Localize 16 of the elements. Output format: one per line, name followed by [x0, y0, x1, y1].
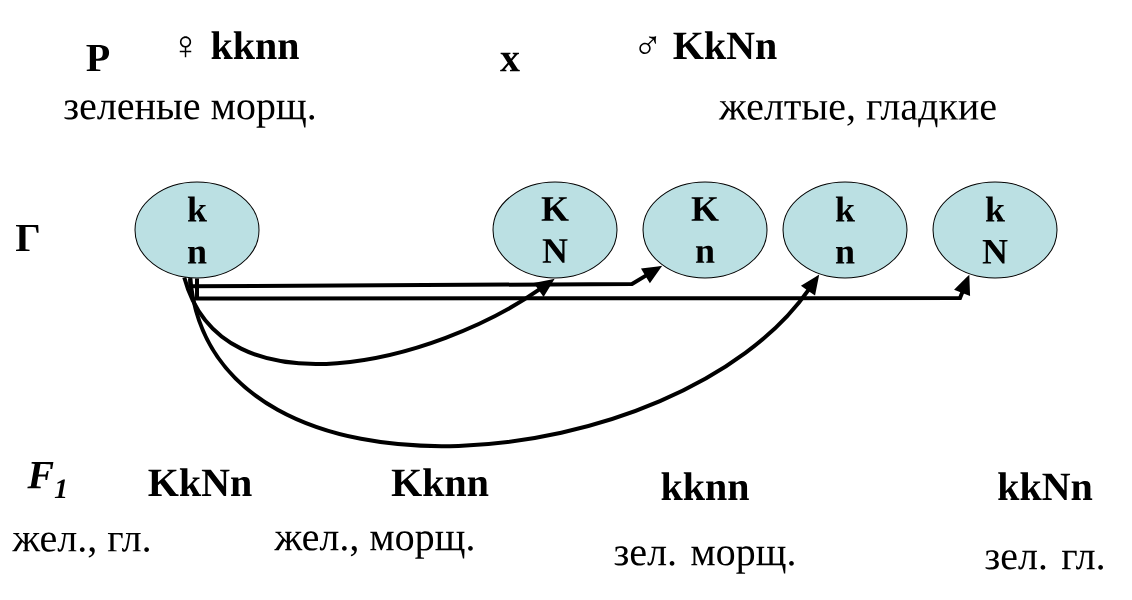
- genotype-label: ♀ kknn: [179, 31, 299, 59]
- genotype-label: Kknn: [391, 468, 489, 496]
- genotype-label: kkNn: [998, 472, 1093, 500]
- genotype-label: ♂ KkNn: [639, 31, 777, 59]
- generation-label: F$_{1}$: [27, 461, 66, 499]
- phenotype-label: зел. морщ.: [614, 546, 794, 574]
- genotype-label: x: [500, 52, 520, 72]
- phenotype-label: желтые, гладкие: [718, 100, 996, 128]
- genotype-label: Г: [16, 224, 39, 252]
- genotype-label: KkNn: [148, 468, 252, 496]
- phenotype-label: зел. гл.: [985, 550, 1103, 570]
- genotype-label: P: [86, 44, 110, 72]
- phenotype-label: жел., морщ.: [274, 531, 473, 559]
- genotype-label: kknn: [661, 472, 749, 500]
- phenotype-label: зеленые морщ.: [64, 100, 315, 128]
- phenotype-label: жел., гл.: [12, 532, 149, 558]
